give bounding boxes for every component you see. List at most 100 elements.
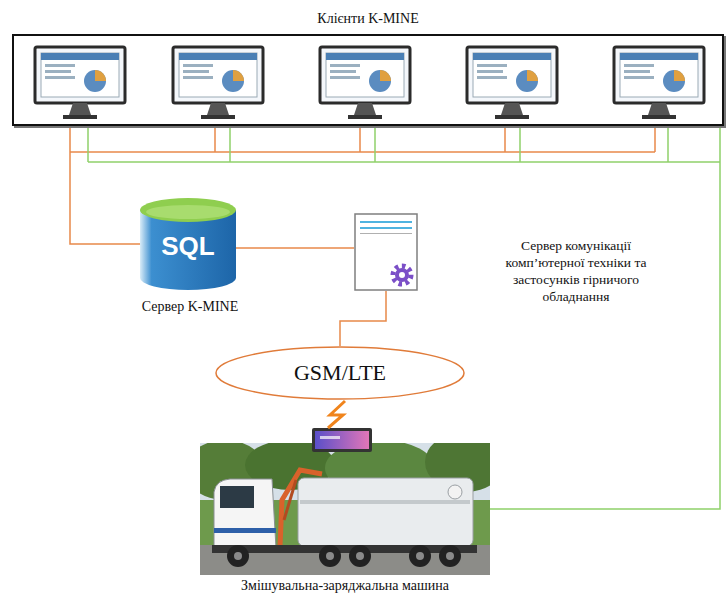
monitor-icon [477,70,503,73]
orange-bus-wires [214,126,216,152]
server-caption: Сервер K-MINE [120,299,260,315]
monitor-icon [624,70,650,73]
green-bus-wires [88,126,720,162]
server-outline [360,221,412,223]
green-bus-wires [667,126,669,162]
monitor-icon [467,47,557,103]
truck-picture [409,545,431,567]
orange-bus-wires [359,126,361,152]
monitor-icon [477,76,507,79]
monitor-icon [624,76,654,79]
monitor-icon [183,64,213,67]
clients-box: Клієнти K-MINE [12,2,725,126]
text-slot: Сервер комунікації комп’ютерної техніки … [490,237,662,305]
green-bus-wires [374,126,376,162]
shape-holder [354,213,418,291]
monitor-icon [183,76,213,79]
photo-outline [200,443,490,575]
monitor-icon [354,103,376,115]
monitor-icon [320,47,410,119]
monitor-icon [95,70,106,81]
truck-picture [200,545,490,575]
tablet-icon [315,431,369,449]
box-border [12,34,724,126]
truck-picture [300,500,470,504]
green-bus-wires [88,161,720,163]
truck-picture [319,545,341,567]
monitor-icon [179,53,257,60]
network-label: GSM/LTE [215,359,465,387]
orange-link [236,247,354,249]
radio-bolt [328,401,345,428]
truck-picture [220,486,254,508]
monitor-icon [173,47,263,119]
tablet-icon [320,436,340,439]
monitor-icon [201,115,235,119]
truck-picture [234,552,242,560]
monitor-icon [624,64,654,67]
green-bus-wires [229,126,231,162]
monitor-icon [348,115,382,119]
monitor-icon [648,103,670,115]
ellipse-outline [216,347,464,399]
monitor-icon [330,76,360,79]
monitor-icon [330,64,360,67]
truck-picture [298,478,473,546]
orange-link [70,126,140,244]
orange-bus-wires [70,151,655,153]
monitor-icon [620,53,698,60]
server-outline [355,214,417,290]
monitor-icon [473,53,551,97]
orange-bus-wires [70,126,655,152]
green-bus-wires [87,126,89,162]
shape-holder [12,34,724,126]
monitor-icon [233,70,244,81]
monitor-icon [663,70,685,92]
orange-bus-wires [504,126,506,152]
monitor-icon [320,47,410,103]
monitor-icon [614,47,704,119]
monitor-icon [369,70,391,92]
server-outline [393,266,411,284]
server-outline [360,227,412,229]
monitor-icon [473,53,551,60]
tablet-icon [312,428,372,452]
monitor-icon [501,103,523,115]
server-icon: Сервер комунікації комп’ютерної техніки … [350,205,680,306]
text-slot: Змішувальна-заряджальна машина [195,578,495,594]
cyl-outline [140,198,236,222]
box-heading: Клієнти K-MINE [12,10,724,28]
text-slot: Клієнти K-MINE [12,10,724,28]
monitor-icon [41,53,119,97]
monitor-icon [69,103,91,115]
monitor-icon [330,70,356,73]
database-cylinder: SQLСервер K-MINE [130,195,261,325]
photo-outline [200,443,490,575]
server-outline [395,268,409,282]
tablet-icon [312,428,372,452]
monitor-icon [84,70,106,92]
monitor-icon [173,47,263,103]
monitor-icon [326,53,404,60]
monitor-icon [527,70,538,81]
truck-caption: Змішувальна-заряджальна машина [195,578,495,594]
network-ellipse: GSM/LTE [215,346,466,400]
truck-photo: Змішувальна-заряджальна машина [195,440,496,596]
truck-picture [284,480,296,520]
orange-bus-wires [654,126,656,152]
server-outline [360,233,412,234]
server-label: Сервер комунікації комп’ютерної техніки … [490,237,662,305]
monitor-icon [642,115,676,119]
server-outline [399,272,405,278]
truck-picture [214,479,276,548]
truck-picture [200,443,490,575]
monitor-icon [207,103,229,115]
monitor-icon [35,47,125,119]
monitor-icon [179,53,257,97]
monitor-icon [41,53,119,60]
orange-link [340,291,386,346]
cyl-outline [146,205,230,219]
truck-picture [448,485,462,499]
